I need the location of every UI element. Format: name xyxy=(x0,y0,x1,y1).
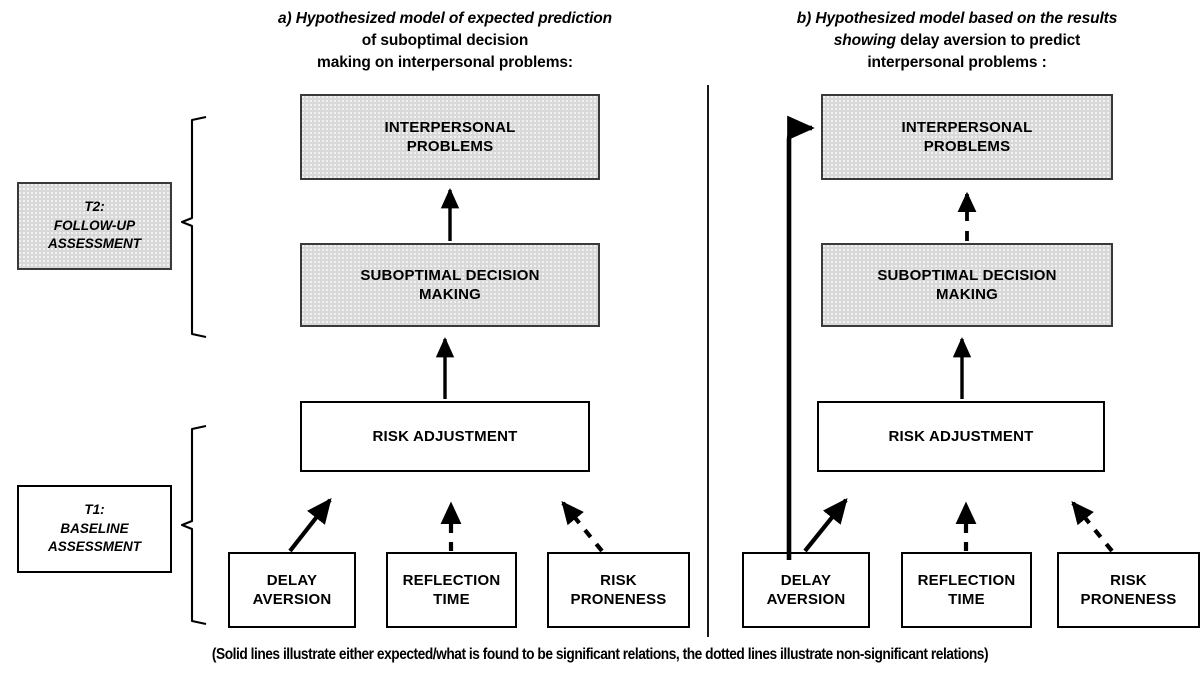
panel-b-suboptimal-line1: SUBOPTIMAL DECISION xyxy=(877,266,1057,284)
timepoint-t2-line3: ASSESSMENT xyxy=(47,236,142,252)
panel-divider xyxy=(707,85,709,637)
panel-b-risk-adjustment-label: RISK ADJUSTMENT xyxy=(888,427,1034,445)
panel-a-title: a) Hypothesized model of expected predic… xyxy=(200,8,690,74)
timepoint-t1-line2: BASELINE xyxy=(60,520,129,536)
brace-t2 xyxy=(180,115,207,339)
panel-b-edge-delayaversion-to-interpersonal xyxy=(786,115,815,560)
panel-a-node-risk-proneness: RISK PRONENESS xyxy=(547,552,690,628)
panel-a-suboptimal-line2: MAKING xyxy=(418,286,482,303)
panel-b-title-line2-rest: delay aversion to predict xyxy=(895,32,1081,49)
panel-a-delay-aversion-line2: AVERSION xyxy=(252,591,332,608)
panel-b-node-risk-adjustment: RISK ADJUSTMENT xyxy=(817,401,1105,472)
panel-b-risk-proneness-line2: PRONENESS xyxy=(1080,591,1177,608)
timepoint-box-t2: T2: FOLLOW-UP ASSESSMENT xyxy=(17,182,172,270)
timepoint-box-t1: T1: BASELINE ASSESSMENT xyxy=(17,485,172,573)
timepoint-t1-line1: T1: xyxy=(84,502,105,518)
panel-a-interpersonal-problems-line1: INTERPERSONAL xyxy=(384,118,516,136)
panel-a-risk-proneness-line1: RISK xyxy=(600,571,637,589)
panel-a-node-reflection-time: REFLECTION TIME xyxy=(386,552,517,628)
timepoint-t2-line2: FOLLOW-UP xyxy=(53,217,136,233)
panel-a-node-risk-adjustment: RISK ADJUSTMENT xyxy=(300,401,590,472)
panel-a-reflection-time-line1: REFLECTION xyxy=(402,571,501,589)
timepoint-t2-line1: T2: xyxy=(84,199,105,215)
panel-b-reflection-time-line1: REFLECTION xyxy=(917,571,1016,589)
panel-a-title-line1: a) Hypothesized model of expected predic… xyxy=(277,10,613,27)
figure-caption: (Solid lines illustrate either expected/… xyxy=(211,646,989,663)
panel-a-title-line3: making on interpersonal problems: xyxy=(317,54,573,71)
panel-b-node-interpersonal-problems: INTERPERSONAL PROBLEMS xyxy=(821,94,1113,180)
panel-b-title-emph: showing xyxy=(833,32,896,49)
panel-b-title-line2: showing delay aversion to predict xyxy=(722,30,1192,52)
panel-b-reflection-time-line2: TIME xyxy=(948,591,985,608)
timepoint-t1-line3: ASSESSMENT xyxy=(47,539,142,555)
panel-a-node-interpersonal-problems: INTERPERSONAL PROBLEMS xyxy=(300,94,600,180)
panel-a-reflection-time-line2: TIME xyxy=(433,591,470,608)
panel-a-node-delay-aversion: DELAY AVERSION xyxy=(228,552,356,628)
panel-b-interpersonal-problems-line1: INTERPERSONAL xyxy=(901,118,1033,136)
panel-b-risk-proneness-line1: RISK xyxy=(1110,571,1147,589)
panel-b-interpersonal-problems-line2: PROBLEMS xyxy=(923,138,1011,155)
panel-b-node-risk-proneness: RISK PRONENESS xyxy=(1057,552,1200,628)
panel-a-suboptimal-line1: SUBOPTIMAL DECISION xyxy=(360,266,540,284)
panel-a-risk-adjustment-label: RISK ADJUSTMENT xyxy=(372,427,518,445)
panel-b-title: b) Hypothesized model based on the resul… xyxy=(722,8,1192,74)
panel-b-title-line3: interpersonal problems : xyxy=(867,54,1047,71)
panel-a-title-line2: of suboptimal decision xyxy=(361,32,529,49)
panel-b-node-reflection-time: REFLECTION TIME xyxy=(901,552,1032,628)
panel-b-node-delay-aversion: DELAY AVERSION xyxy=(742,552,870,628)
panel-a-interpersonal-problems-line2: PROBLEMS xyxy=(406,138,494,155)
panel-b-delay-aversion-line1: DELAY xyxy=(780,571,832,589)
panel-b-title-line1: b) Hypothesized model based on the resul… xyxy=(796,10,1118,27)
panel-b-node-suboptimal-decision-making: SUBOPTIMAL DECISION MAKING xyxy=(821,243,1113,327)
panel-a-edge-riskproneness-to-riskadjustment xyxy=(561,501,604,553)
panel-a-node-suboptimal-decision-making: SUBOPTIMAL DECISION MAKING xyxy=(300,243,600,327)
panel-b-delay-aversion-line2: AVERSION xyxy=(766,591,846,608)
panel-b-edge-riskproneness-to-riskadjustment xyxy=(1071,501,1114,553)
panel-a-edge-delayaversion-to-riskadjustment xyxy=(288,498,332,553)
brace-t1 xyxy=(180,424,207,626)
panel-b-suboptimal-line2: MAKING xyxy=(935,286,999,303)
panel-a-delay-aversion-line1: DELAY xyxy=(266,571,318,589)
panel-a-risk-proneness-line2: PRONENESS xyxy=(570,591,667,608)
panel-b-edge-delayaversion-to-riskadjustment xyxy=(803,498,848,553)
